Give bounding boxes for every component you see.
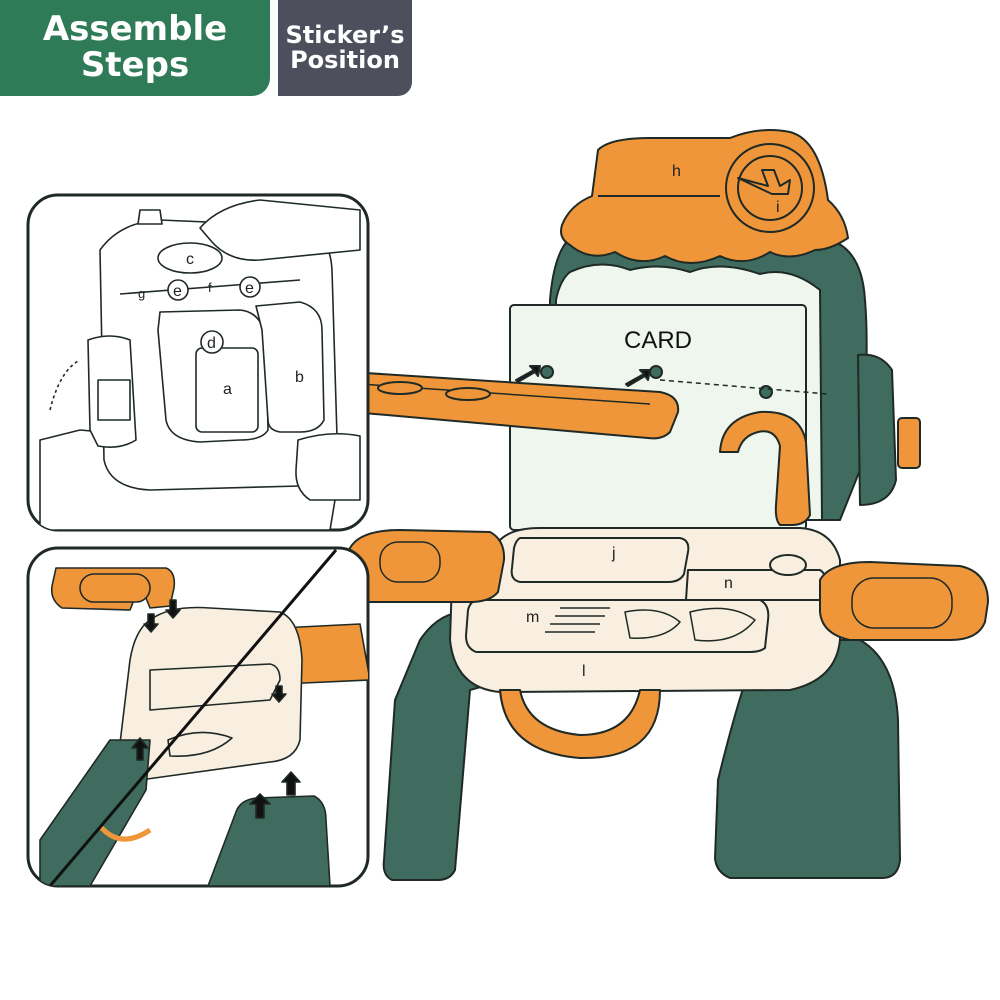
arrow-right-icon — [515, 365, 541, 383]
label-d: d — [207, 335, 216, 352]
arrow-right-icon — [625, 369, 651, 387]
faucet — [719, 410, 811, 526]
main-product-illustration — [339, 129, 989, 881]
sticker-area-e2 — [239, 276, 261, 298]
label-j: j — [611, 545, 616, 562]
rotate-arrow-icon — [49, 359, 81, 411]
right-leg — [714, 639, 901, 879]
arrow-up-icon — [281, 771, 301, 796]
sticker-area-d — [200, 330, 224, 354]
divider-line — [48, 549, 338, 886]
sticker-position-line1: Sticker’s — [285, 20, 405, 49]
card-peg-1 — [540, 365, 554, 379]
sticker-area-c — [157, 242, 223, 274]
sticker-position-line2: Position — [290, 46, 400, 74]
arrow-down-icon — [165, 599, 181, 619]
label-e1: e — [173, 283, 182, 300]
sink-j — [510, 537, 690, 583]
arrow-down-icon — [271, 685, 287, 703]
assemble-steps-line2: Steps — [80, 45, 190, 85]
label-n: n — [724, 575, 733, 592]
label-f: f — [208, 280, 212, 295]
backpack-side-pocket — [857, 353, 897, 506]
label-l: l — [582, 663, 586, 680]
top-inset-panel — [26, 193, 370, 532]
bottom-inset-panel — [26, 546, 370, 888]
arrow-up-icon — [249, 793, 271, 819]
sticker-position-tab: Sticker’s Position — [278, 0, 412, 96]
side-latch — [897, 417, 921, 469]
label-c: c — [186, 251, 194, 268]
carry-handle — [499, 689, 661, 760]
label-i: i — [776, 199, 780, 216]
arrow-up-icon — [131, 737, 149, 761]
arrow-down-icon — [143, 613, 159, 633]
label-a: a — [223, 381, 232, 398]
label-m: m — [526, 609, 539, 626]
label-h: h — [672, 163, 681, 180]
assemble-steps-line1: Assemble — [42, 9, 228, 50]
card-label: CARD — [624, 327, 692, 354]
card-peg-2 — [649, 365, 663, 379]
sticker-area-e1 — [167, 279, 189, 301]
label-e2: e — [245, 280, 254, 297]
label-g: g — [138, 286, 145, 301]
inset-left-leg — [39, 739, 151, 886]
sink-n — [685, 569, 828, 601]
assemble-steps-tab: Assemble Steps — [0, 0, 270, 96]
inset-right-leg — [207, 795, 331, 886]
sticker-area-b — [255, 301, 325, 433]
label-b: b — [295, 369, 304, 386]
